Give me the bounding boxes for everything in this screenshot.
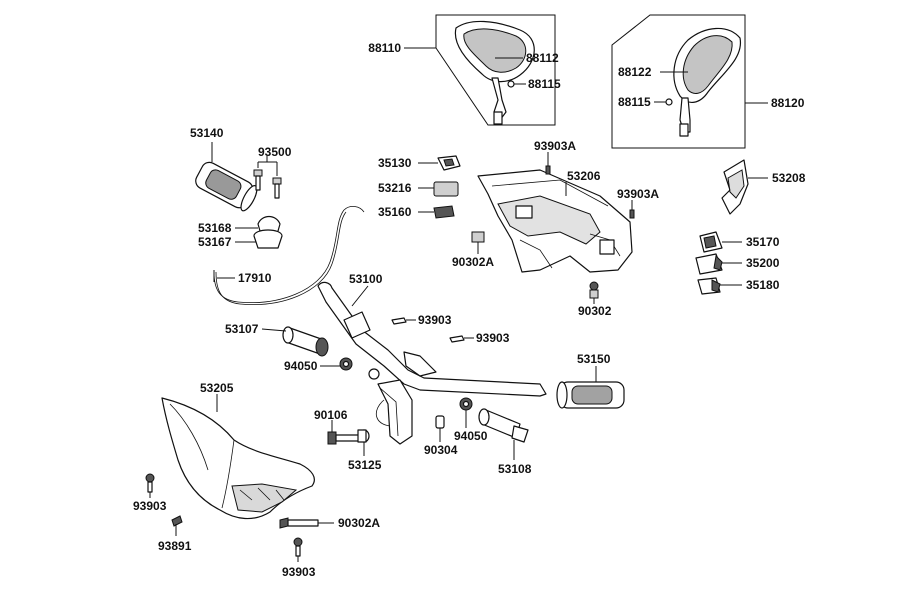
- label-93903-mid-a: 93903: [418, 313, 452, 327]
- label-88115-right: 88115: [618, 95, 651, 109]
- label-90302A-top: 90302A: [452, 255, 494, 269]
- label-53208: 53208: [772, 171, 806, 185]
- grip-53140: [195, 161, 258, 212]
- label-88115-left: 88115: [528, 77, 561, 91]
- tube-53108: 53108: [478, 408, 532, 476]
- label-53125: 53125: [348, 458, 382, 472]
- label-90302: 90302: [578, 304, 612, 318]
- label-94050-left: 94050: [284, 359, 318, 373]
- clip-90302A-bottom: 90302A: [279, 516, 380, 530]
- spacer-53125: 53125: [348, 429, 382, 472]
- label-93903-left: 93903: [133, 499, 167, 513]
- label-53167: 53167: [198, 235, 232, 249]
- label-88112: 88112: [526, 51, 559, 65]
- grip-53140-group: 53140 93500: [190, 126, 292, 212]
- label-35160: 35160: [378, 205, 412, 219]
- label-93903A-a: 93903A: [534, 139, 576, 153]
- rear-cover-53206: 53206: [477, 169, 633, 273]
- mirror-left-illustration: [454, 20, 535, 125]
- label-88122: 88122: [618, 65, 652, 79]
- label-53216: 53216: [378, 181, 412, 195]
- part-90304: 90304: [424, 415, 458, 457]
- screws-93903-mid: 93903 93903: [391, 313, 510, 345]
- throttle-housing-group: 53168 53167: [198, 215, 283, 249]
- screw-90302: 90302: [578, 281, 612, 318]
- front-cover-53205: 53205: [161, 381, 315, 520]
- nut-94050-left: 94050: [284, 357, 353, 373]
- mirror-left-group: 88110 88112 88115: [368, 14, 561, 126]
- label-35130: 35130: [378, 156, 412, 170]
- mirror-right-illustration: [673, 27, 742, 137]
- mirror-left-box: [435, 14, 556, 126]
- mirror-right-box: [611, 14, 746, 149]
- label-35200: 35200: [746, 256, 780, 270]
- grip-53150: 53150: [556, 352, 625, 409]
- label-35180: 35180: [746, 278, 780, 292]
- clip-90302A-top: 90302A: [452, 231, 494, 269]
- label-53108: 53108: [498, 462, 532, 476]
- label-93903A-b: 93903A: [617, 187, 659, 201]
- screw-93903-left: 93903: [133, 473, 167, 513]
- switches-right-group: 35170 35200 35180: [695, 231, 780, 295]
- label-53150: 53150: [577, 352, 611, 366]
- mirror-right-group: 88122 88115 88120: [611, 14, 805, 149]
- label-90304: 90304: [424, 443, 458, 457]
- label-35170: 35170: [746, 235, 780, 249]
- label-90106: 90106: [314, 408, 348, 422]
- screw-93903-bottom: 93903: [282, 537, 316, 579]
- throttle-tube-53107: 53107: [225, 322, 329, 357]
- label-17910: 17910: [238, 271, 272, 285]
- label-93903-bottom: 93903: [282, 565, 316, 579]
- label-53100: 53100: [349, 272, 383, 286]
- label-90302A-bottom: 90302A: [338, 516, 380, 530]
- label-53206: 53206: [567, 169, 601, 183]
- bolt-90106: 90106: [314, 408, 363, 445]
- label-93903-mid-b: 93903: [476, 331, 510, 345]
- label-88120: 88120: [771, 96, 805, 110]
- cable-17910: 17910: [213, 206, 365, 306]
- nut-94050-right: 94050: [454, 397, 488, 443]
- screw-93891: 93891: [158, 515, 192, 553]
- label-94050-right: 94050: [454, 429, 488, 443]
- bracket-53208: 53208: [721, 159, 806, 215]
- label-53205: 53205: [200, 381, 234, 395]
- label-93500: 93500: [258, 145, 292, 159]
- screws-93903A: 93903A 93903A: [534, 139, 659, 219]
- label-53140: 53140: [190, 126, 224, 140]
- handlebar-53100: 53100: [317, 272, 547, 445]
- label-93891: 93891: [158, 539, 192, 553]
- label-53107: 53107: [225, 322, 259, 336]
- switches-left-group: 35130 53216 35160: [378, 155, 461, 219]
- label-53168: 53168: [198, 221, 232, 235]
- label-88110: 88110: [368, 41, 401, 55]
